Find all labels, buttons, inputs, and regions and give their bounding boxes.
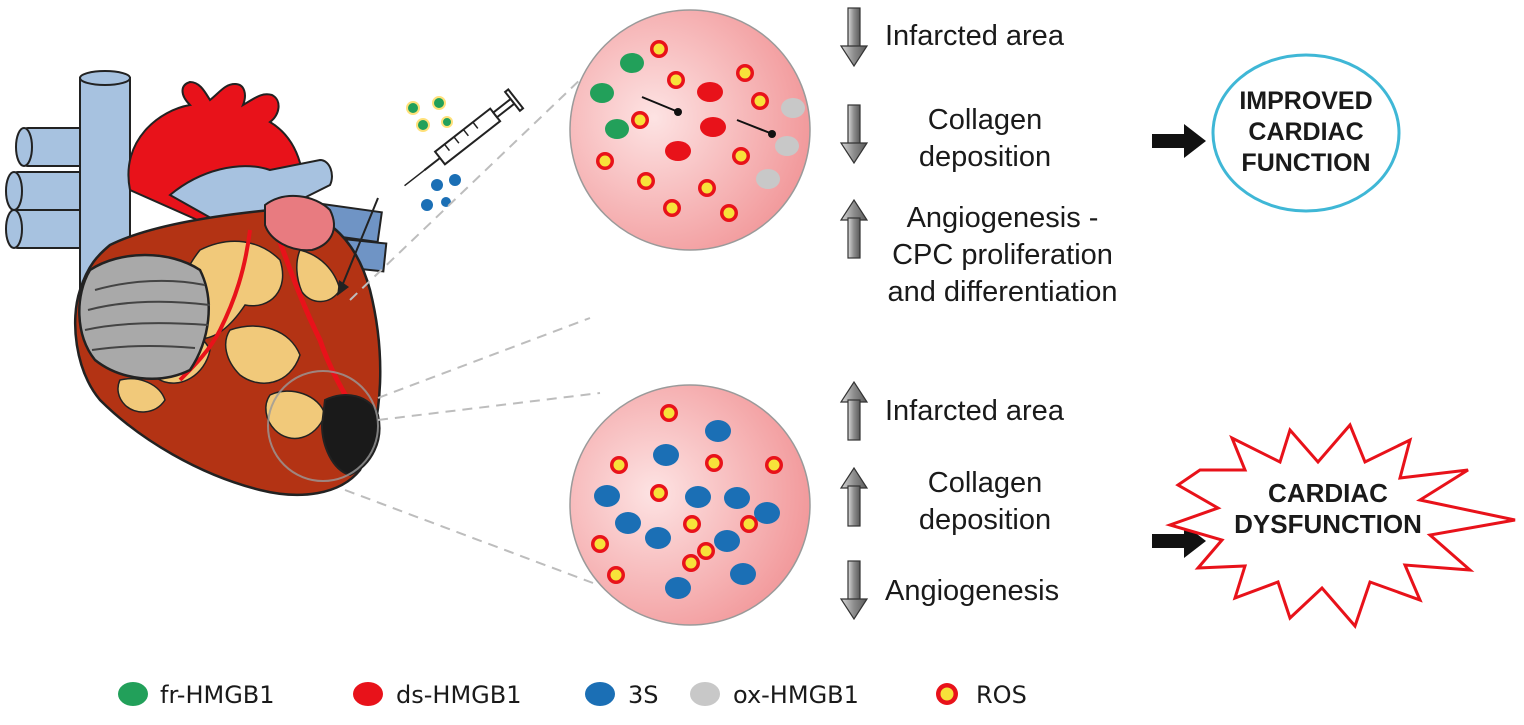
legend-marker-ds-hmgb1 — [353, 682, 383, 706]
bottom-zoom-circle — [569, 384, 811, 626]
legend-label-ds-hmgb1: ds-HMGB1 — [396, 681, 522, 709]
legend-marker-ox-hmgb1 — [690, 682, 720, 706]
arrow-bottom-2-up — [840, 467, 868, 527]
legend-marker-fr-hmgb1 — [118, 682, 148, 706]
infarcted-region — [320, 394, 381, 477]
top-zoom-circle — [569, 9, 811, 251]
arrow-top-2-down — [840, 104, 868, 164]
top-effect-1-label: Infarcted area — [885, 20, 1064, 52]
arrow-top-3-up — [840, 199, 868, 259]
outcome-arrow-top — [1152, 124, 1206, 158]
legend-label-ox-hmgb1: ox-HMGB1 — [733, 681, 859, 709]
improved-outcome-ring — [1211, 53, 1401, 213]
bottom-effect-1-label: Infarcted area — [885, 395, 1064, 427]
legend-marker-ros — [936, 683, 958, 705]
legend-marker-3s — [585, 682, 615, 706]
outcome-arrow-bottom — [1152, 524, 1206, 558]
magnifier-lines — [344, 74, 601, 584]
arrow-bottom-1-up — [840, 381, 868, 441]
right-atrium — [78, 253, 210, 380]
legend-label-fr-hmgb1: fr-HMGB1 — [160, 681, 275, 709]
legend-markers — [118, 682, 958, 706]
vessels-left — [5, 70, 131, 339]
arrow-bottom-3-down — [840, 560, 868, 620]
bottom-effect-3-label: Angiogenesis — [885, 575, 1060, 607]
legend-label-3s: 3S — [628, 681, 659, 709]
arrow-top-1-down — [840, 7, 868, 67]
heart-illustration — [5, 70, 388, 496]
injection-arrow — [341, 197, 379, 287]
dysfunction-starburst — [1165, 422, 1516, 629]
legend-label-ros: ROS — [976, 681, 1027, 709]
syringe-icon — [404, 88, 525, 187]
